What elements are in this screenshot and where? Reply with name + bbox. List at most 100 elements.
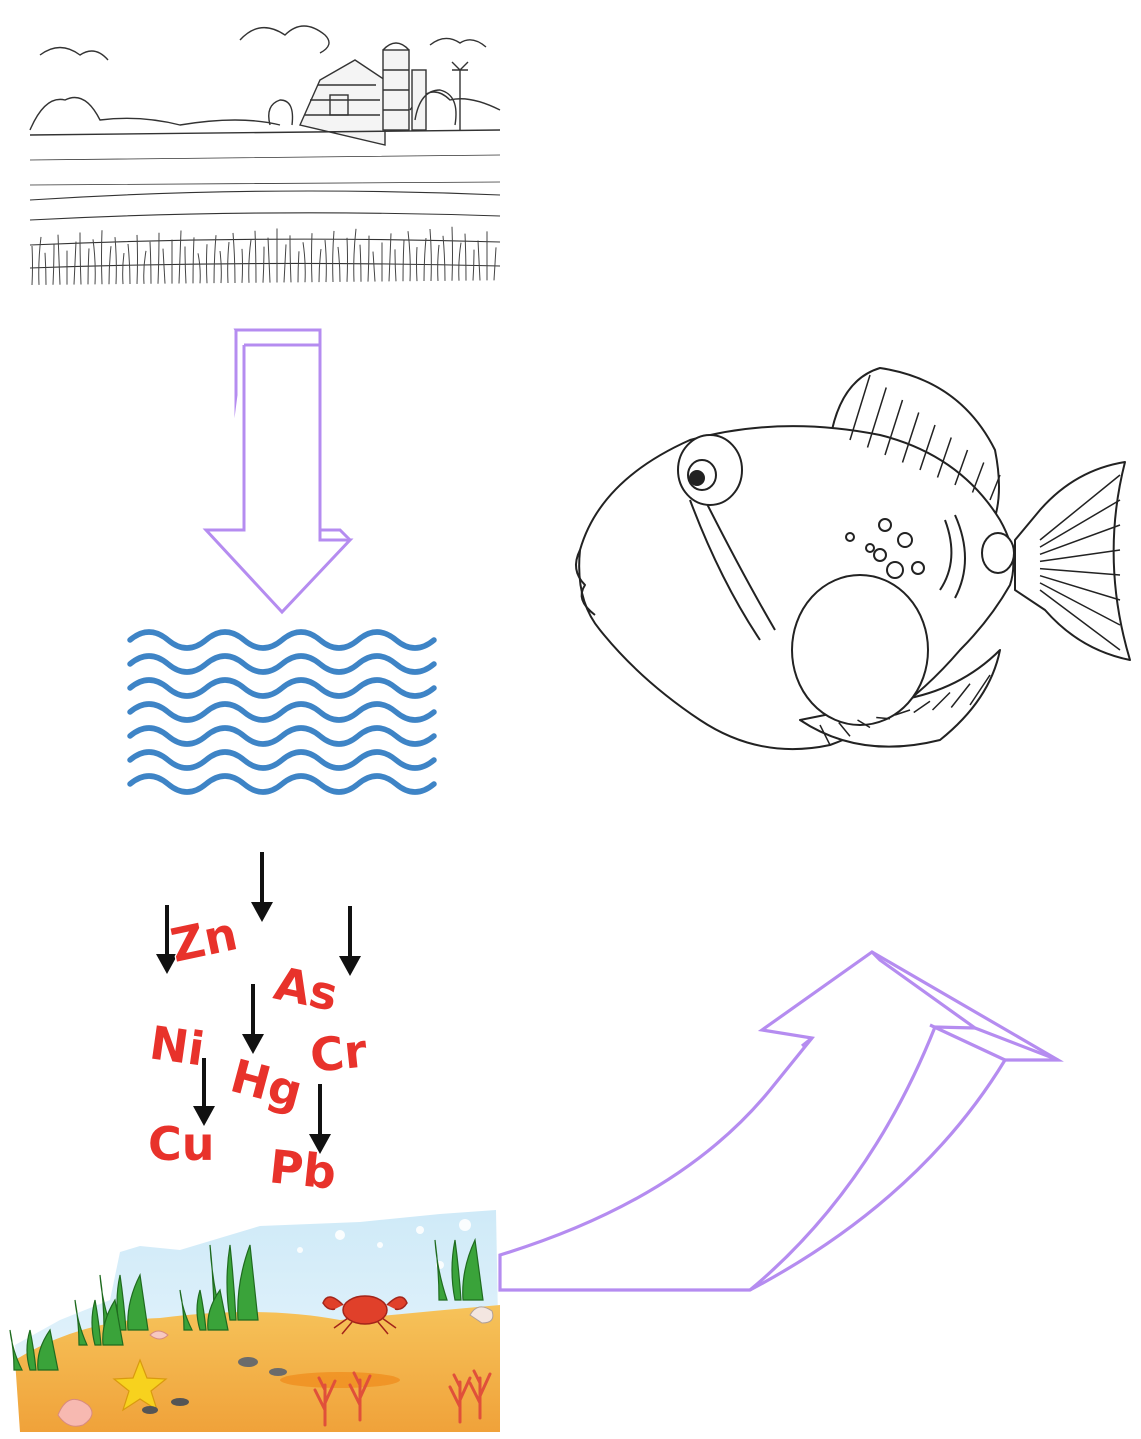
falling-arrow — [251, 852, 273, 922]
seaweed-blade — [237, 1244, 259, 1321]
belly-fin-ray — [950, 683, 971, 708]
seaweed-blade — [207, 1288, 229, 1331]
falling-arrows — [156, 852, 361, 1154]
metal-label-as: As — [270, 956, 343, 1022]
fin-ray — [919, 424, 936, 471]
seaweed — [9, 1237, 484, 1371]
falling-arrow — [309, 1084, 331, 1154]
wave-line — [127, 629, 437, 651]
belly-fin-ray — [931, 691, 951, 711]
crop-stalk — [302, 242, 306, 283]
falling-arrow — [242, 984, 264, 1054]
belly-fin-ray — [857, 719, 871, 729]
crop-stalk — [197, 253, 201, 284]
tail-ray — [1039, 574, 1121, 601]
belly-fin-ray — [969, 674, 991, 706]
crop-stalk — [143, 250, 147, 284]
crop-stalk — [388, 233, 392, 282]
crab-icon — [322, 1295, 408, 1335]
crop-stalk — [324, 239, 327, 283]
crop-stalk — [241, 248, 243, 283]
crop-stalk — [283, 244, 287, 283]
crop-stalk — [416, 247, 418, 282]
seaweed-blade — [451, 1239, 462, 1301]
crop-stalk — [149, 241, 152, 284]
metal-label-ni: Ni — [146, 1015, 207, 1076]
tail-ray — [1039, 549, 1121, 563]
crop-stalk — [114, 237, 117, 285]
metal-label-cu: Cu — [148, 1117, 215, 1171]
crop-stalk — [52, 243, 55, 285]
seaweed-blade — [26, 1329, 37, 1371]
seaweed-blade — [196, 1289, 207, 1331]
belly-fin-ray — [838, 722, 851, 737]
crop-stalk — [262, 246, 265, 283]
tail-ray — [1039, 589, 1121, 651]
crop-stalk — [44, 252, 47, 285]
crop-stalk — [227, 241, 230, 284]
crop-stalk — [192, 237, 195, 284]
metal-label-cr: Cr — [308, 1023, 370, 1083]
crop-stalk — [493, 247, 497, 281]
crop-rows — [31, 226, 497, 286]
crop-stalk — [477, 240, 481, 281]
seaweed-blade — [434, 1239, 448, 1301]
crop-stalk — [31, 245, 33, 286]
falling-arrow — [339, 906, 361, 976]
coral — [313, 1369, 492, 1427]
falling-arrow — [156, 905, 178, 974]
seaweed-blade — [102, 1298, 124, 1346]
seaweed-blade — [462, 1237, 484, 1301]
fish-fin-rays — [819, 374, 1121, 746]
down-arrow — [202, 328, 354, 615]
crop-stalk — [429, 228, 432, 282]
crop-stalk — [248, 239, 252, 283]
crop-stalk — [267, 237, 271, 283]
seaweed-blade — [37, 1328, 59, 1371]
crop-stalk — [178, 230, 182, 284]
crop-stalk — [127, 243, 131, 285]
wave-line — [127, 701, 437, 723]
crop-stalk — [213, 235, 217, 284]
crop-stalk — [472, 249, 475, 281]
metal-label-pb: Pb — [267, 1139, 339, 1200]
crop-stalk — [297, 251, 300, 283]
crop-stalk — [464, 233, 467, 281]
wave-line — [127, 653, 437, 675]
coral-branch — [448, 1373, 472, 1424]
crop-stalk — [108, 246, 112, 285]
crop-stalk — [458, 242, 462, 281]
crop-stalk — [162, 248, 166, 284]
crop-stalk — [346, 237, 348, 282]
crop-stalk — [394, 249, 397, 282]
belly-fin-ray — [894, 709, 911, 716]
wave-line — [127, 773, 437, 795]
crop-stalk — [73, 241, 77, 285]
crop-stalk — [79, 232, 82, 285]
tail-ray — [1039, 582, 1121, 626]
crop-stalk — [407, 231, 411, 282]
crop-stalk — [232, 232, 236, 283]
wave-line — [127, 677, 437, 699]
coral-branch — [313, 1376, 337, 1427]
fin-ray — [866, 387, 887, 448]
wave-line — [127, 749, 437, 771]
crop-stalk — [372, 251, 376, 282]
fish-icon — [575, 367, 1131, 751]
crop-stalk — [206, 244, 208, 284]
coral-branch — [468, 1369, 492, 1420]
crop-stalk — [38, 236, 42, 285]
crop-stalk — [442, 235, 446, 281]
fin-ray — [971, 462, 985, 493]
falling-arrow — [193, 1058, 215, 1126]
belly-fin-ray — [819, 724, 831, 746]
crop-stalk — [318, 249, 322, 283]
fin-ray — [901, 412, 920, 463]
seaweed-blade — [74, 1299, 88, 1346]
crop-stalk — [254, 230, 257, 283]
metal-label-hg: Hg — [225, 1048, 308, 1119]
crop-stalk — [219, 251, 222, 284]
crop-stalk — [122, 253, 125, 285]
crop-stalk — [353, 228, 357, 282]
